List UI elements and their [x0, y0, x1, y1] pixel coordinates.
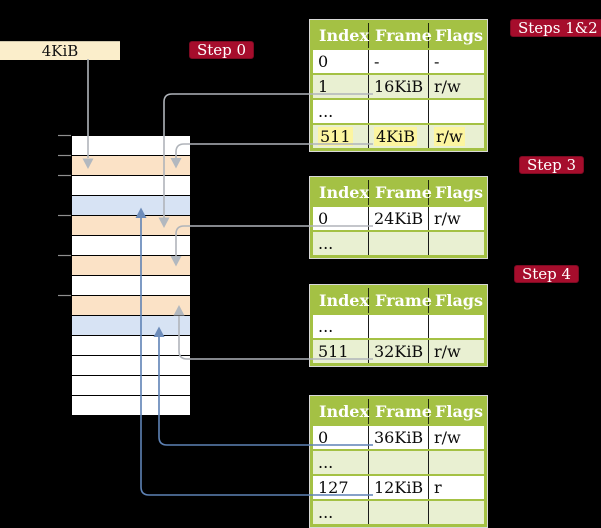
- table-cell: ...: [313, 501, 369, 524]
- table-cell: r: [434, 478, 442, 497]
- column-header: Index: [313, 288, 369, 313]
- table-cell: 511: [313, 125, 369, 148]
- table-row: ...: [313, 230, 484, 255]
- highlighted-value: 4KiB: [374, 127, 418, 146]
- column-header: Flags: [435, 291, 483, 310]
- column-header: Flags: [435, 183, 483, 202]
- step-3-badge: Step 3: [519, 156, 585, 174]
- table-row: ...: [313, 449, 484, 474]
- table-cell: 0: [313, 426, 369, 449]
- memory-row-5-empty: [72, 236, 190, 256]
- column-header: Flags: [435, 26, 483, 45]
- table-row: ...: [313, 98, 484, 123]
- highlighted-value: 511: [318, 127, 353, 146]
- step-0-badge: Step 0: [189, 41, 255, 59]
- table-cell: ...: [313, 232, 369, 255]
- memory-row-3-mapped: [72, 196, 190, 216]
- column-header: Frame: [369, 23, 432, 48]
- table-cell: 0: [313, 50, 369, 73]
- memory-row-0-empty: [72, 136, 190, 156]
- table-cell: 127: [313, 476, 369, 499]
- memory-row-12-empty: [72, 376, 190, 396]
- column-header: Index: [313, 180, 369, 205]
- table-cell: [369, 451, 429, 474]
- table-cell: 4KiB: [369, 125, 429, 148]
- steps-1-2-badge: Steps 1&2: [510, 19, 601, 37]
- table-cell: r/w: [434, 77, 461, 96]
- table-row: ...: [313, 313, 484, 338]
- memory-row-11-empty: [72, 356, 190, 376]
- root-table-address-label: 4KiB: [0, 41, 120, 60]
- table-cell: -: [369, 50, 429, 73]
- table-cell: 12KiB: [369, 476, 429, 499]
- column-header: Frame: [369, 288, 432, 313]
- table-cell: [369, 315, 429, 338]
- memory-row-13-empty: [72, 396, 190, 416]
- table-cell: [429, 451, 484, 474]
- memory-row-7-empty: [72, 276, 190, 296]
- table-cell: [429, 315, 484, 338]
- table-cell: 0: [313, 207, 369, 230]
- table-cell: [369, 100, 429, 123]
- table-cell: 16KiB: [369, 75, 429, 98]
- table-row: 0--: [313, 48, 484, 73]
- table-cell: 511: [313, 340, 369, 363]
- memory-row-9-mapped: [72, 316, 190, 336]
- highlighted-value: r/w: [434, 127, 465, 146]
- memory-row-8-pagetable: [72, 296, 190, 316]
- table-cell: [369, 232, 429, 255]
- table-cell: [429, 100, 484, 123]
- memory-address-ticks: [58, 134, 71, 297]
- memory-row-10-empty: [72, 336, 190, 356]
- table-cell: ...: [313, 100, 369, 123]
- table-cell: 36KiB: [369, 426, 429, 449]
- physical-memory-column: [72, 135, 190, 416]
- table-cell: [429, 501, 484, 524]
- table-cell: ...: [313, 315, 369, 338]
- step-4-badge: Step 4: [514, 265, 580, 283]
- memory-row-1-pagetable: [72, 156, 190, 176]
- table-cell: r/w: [434, 428, 461, 447]
- memory-row-4-pagetable: [72, 216, 190, 236]
- table-row: ...: [313, 499, 484, 524]
- table-cell: ...: [313, 451, 369, 474]
- column-header: Index: [313, 399, 369, 424]
- table-cell: 1: [313, 75, 369, 98]
- column-header: Frame: [369, 399, 432, 424]
- memory-row-2-empty: [72, 176, 190, 196]
- table-cell: r/w: [434, 209, 461, 228]
- table-cell: r/w: [434, 342, 461, 361]
- column-header: Frame: [369, 180, 432, 205]
- memory-row-6-pagetable: [72, 256, 190, 276]
- table-row: 511 4KiB r/w: [313, 123, 484, 148]
- table-cell: -: [434, 52, 440, 71]
- table-cell: [429, 232, 484, 255]
- column-header: Flags: [435, 402, 483, 421]
- table-cell: 32KiB: [369, 340, 429, 363]
- table-cell: r/w: [429, 125, 484, 148]
- table-cell: [369, 501, 429, 524]
- column-header: Index: [313, 23, 369, 48]
- table-cell: 24KiB: [369, 207, 429, 230]
